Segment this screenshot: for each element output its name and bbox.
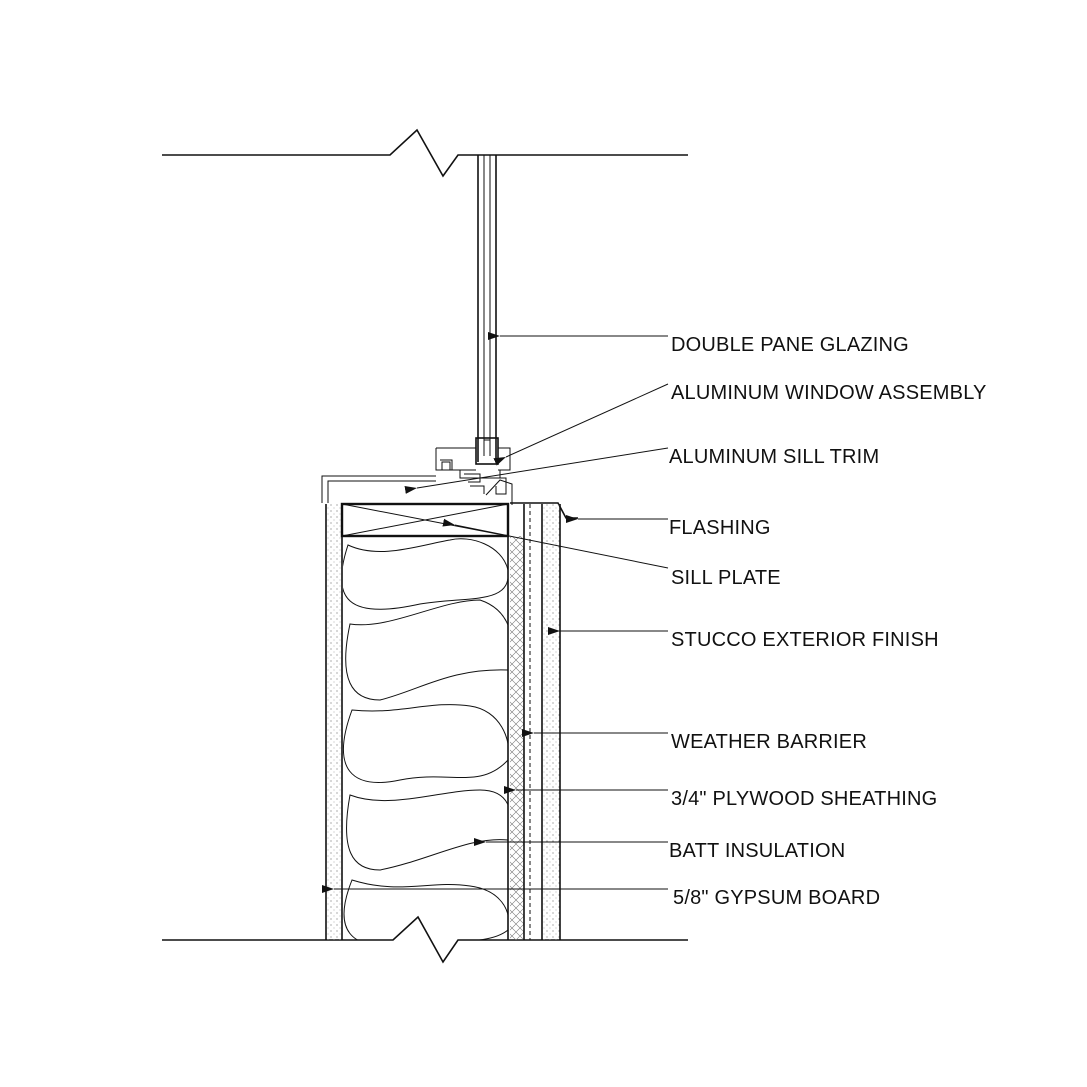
- leader-aluminum-sill-trim: [404, 447, 669, 494]
- label-flashing: FLASHING: [669, 517, 771, 539]
- label-sill-plate: SILL PLATE: [671, 567, 781, 589]
- double-pane-glazing: [477, 155, 497, 462]
- label-double-pane-glazing: DOUBLE PANE GLAZING: [671, 334, 909, 356]
- aluminum-sill-trim: [321, 475, 513, 505]
- label-stucco-exterior-finish: STUCCO EXTERIOR FINISH: [671, 629, 939, 651]
- label-aluminum-sill-trim: ALUMINUM SILL TRIM: [669, 446, 879, 468]
- leader-sill-plate: [442, 518, 669, 569]
- leader-aluminum-window-assembly: [493, 383, 669, 466]
- stucco-exterior-finish: [541, 504, 561, 940]
- batt-insulation: [343, 538, 508, 940]
- label-plywood-sheathing: 3/4" PLYWOOD SHEATHING: [671, 788, 937, 810]
- label-weather-barrier: WEATHER BARRIER: [671, 731, 867, 753]
- aluminum-window-assembly: [435, 437, 511, 495]
- label-gypsum-board: 5/8" GYPSUM BOARD: [673, 887, 880, 909]
- sill-plate: [340, 502, 510, 538]
- plywood-sheathing: [507, 504, 525, 940]
- label-batt-insulation: BATT INSULATION: [669, 840, 845, 862]
- leader-lines: [322, 332, 669, 893]
- bottom-break-line: [162, 915, 688, 964]
- top-break-line: [162, 128, 688, 178]
- label-aluminum-window-assembly: ALUMINUM WINDOW ASSEMBLY: [671, 382, 987, 404]
- gypsum-board: [325, 504, 343, 940]
